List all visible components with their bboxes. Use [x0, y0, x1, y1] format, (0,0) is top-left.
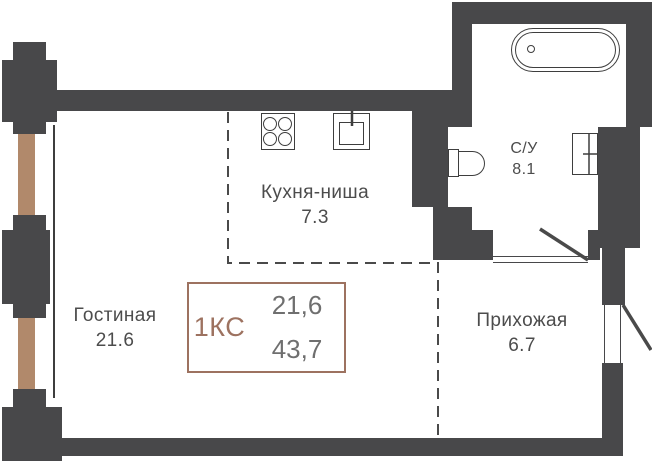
wall-divider-main	[412, 127, 448, 207]
bathroom-doorway-threshold	[493, 256, 588, 263]
wall-left-bottom-block	[2, 407, 62, 461]
window-upper	[18, 134, 35, 215]
wall-divider-top	[412, 111, 472, 127]
room-area: 7.3	[301, 207, 329, 229]
bathtub-drain-icon	[527, 45, 535, 53]
wall-entry-lower	[602, 363, 623, 441]
room-name: Гостиная	[73, 305, 157, 326]
wall-left-bottom-step	[13, 389, 46, 407]
wall-left-mid-step	[13, 215, 46, 230]
room-name: С/У	[510, 140, 538, 157]
wall-left-top-step	[13, 42, 46, 60]
kitchen-boundary-dashed	[227, 112, 439, 438]
room-label-bathroom: С/У 8.1	[494, 139, 554, 181]
stove-burner-icon	[263, 117, 277, 131]
wall-bathroom-bottom-left	[433, 230, 493, 260]
stove-burner-icon	[278, 117, 292, 131]
unit-info-card: 1КС 21,6 43,7	[187, 282, 346, 373]
bathtub-inner-line	[515, 32, 616, 68]
window-lower	[18, 318, 35, 389]
wall-left-top-step2	[13, 122, 46, 134]
unit-total-area: 43,7	[271, 334, 323, 364]
entry-doorway	[604, 305, 621, 363]
wall-bathroom-top	[452, 2, 640, 24]
room-label-kitchen: Кухня-ниша 7.3	[240, 180, 390, 230]
room-area: 6.7	[508, 335, 536, 357]
wall-left-mid-block	[2, 230, 50, 304]
room-area: 21.6	[95, 330, 135, 352]
wall-bathroom-right-upper	[626, 2, 652, 127]
toilet-bowl-icon	[458, 151, 485, 176]
wall-top	[57, 90, 472, 111]
stove-burner-icon	[278, 132, 292, 146]
room-label-hallway: Прихожая 6.7	[447, 308, 597, 358]
wall-divider-connector	[433, 207, 472, 230]
wall-bottom	[60, 438, 623, 456]
room-label-living: Гостиная 21.6	[40, 303, 190, 353]
unit-living-area: 21,6	[271, 289, 323, 320]
wall-entry-upper	[602, 248, 625, 305]
room-area: 8.1	[512, 160, 536, 178]
wall-left-top-block	[2, 60, 57, 122]
unit-type-label: 1КС	[193, 312, 246, 342]
entry-door-icon	[621, 304, 652, 351]
room-name: Кухня-ниша	[260, 182, 370, 203]
wall-left-mid-step2	[13, 304, 46, 318]
stove-burner-icon	[263, 132, 277, 146]
kitchen-sink-basin	[339, 122, 364, 145]
wall-bathroom-right-mid	[598, 127, 640, 248]
wall-bathroom-west	[452, 2, 472, 111]
room-name: Прихожая	[476, 310, 568, 331]
washbasin-icon	[572, 133, 598, 175]
window-inner-face-line	[53, 125, 55, 398]
wall-bathroom-bottom-hinge	[588, 230, 600, 260]
